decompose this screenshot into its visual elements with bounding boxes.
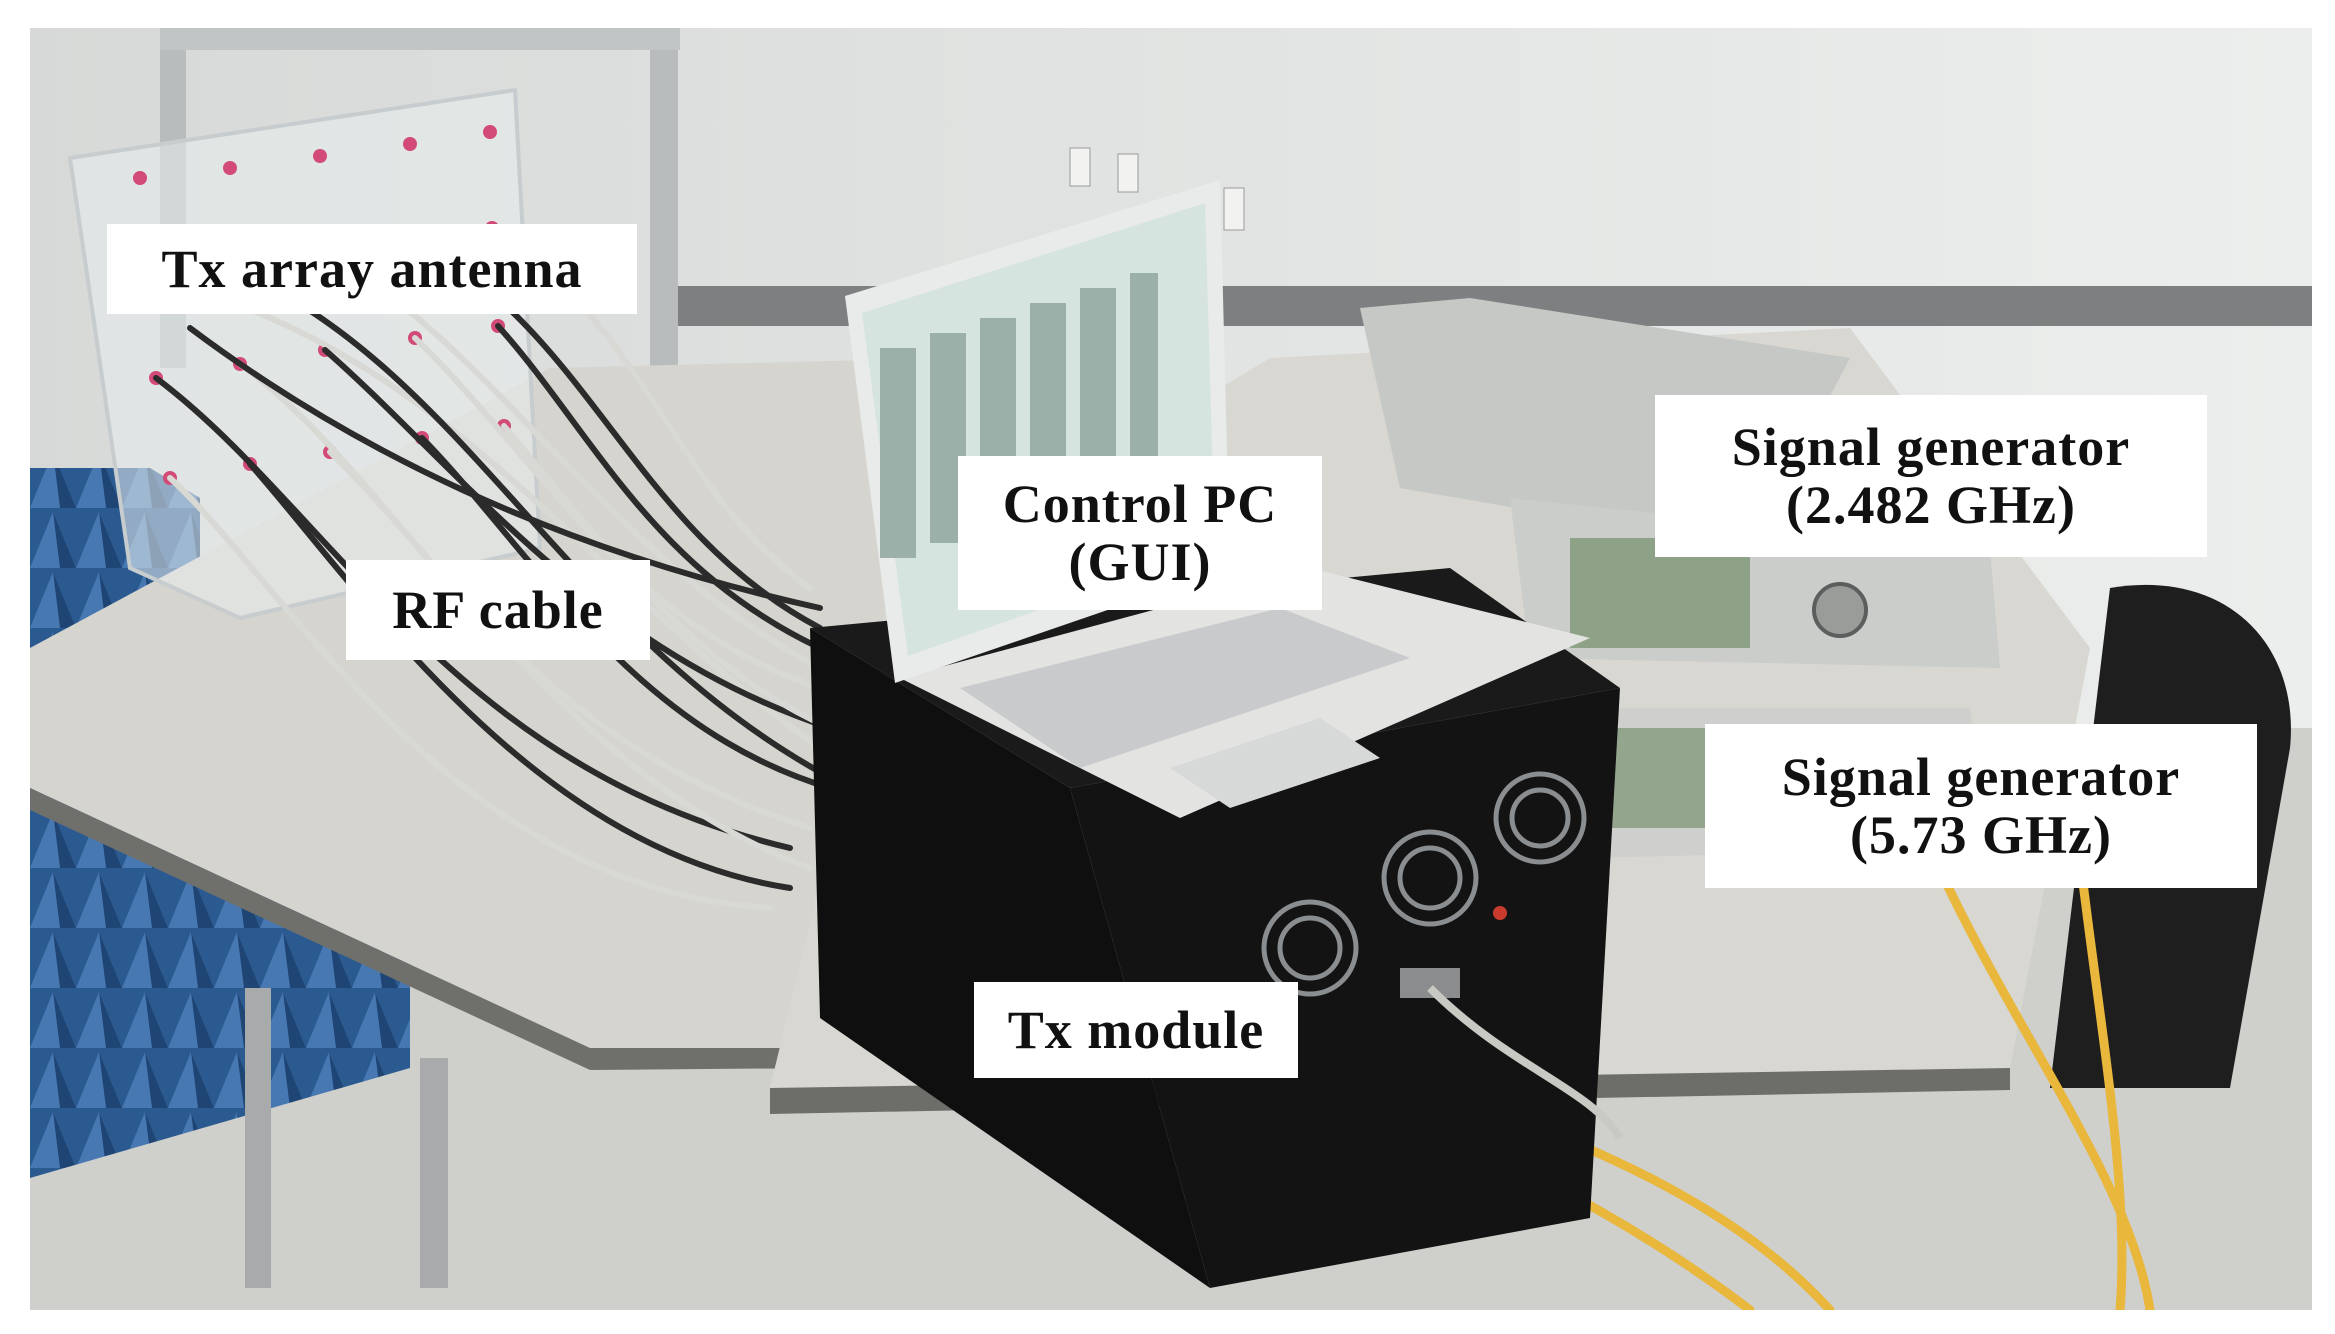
laptop-keyboard xyxy=(960,608,1410,768)
laptop-gui-grid xyxy=(880,273,1158,558)
label-tx-module-text: Tx module xyxy=(1007,999,1265,1060)
label-signal-generator-2482-line1: Signal generator xyxy=(1731,416,2131,477)
antenna-frame xyxy=(650,28,678,388)
wall-outlet xyxy=(1117,153,1139,193)
label-tx-module: Tx module xyxy=(974,982,1298,1078)
tx-module-front xyxy=(1070,688,1620,1288)
label-control-pc: Control PC (GUI) xyxy=(958,456,1322,610)
label-signal-generator-2482: Signal generator (2.482 GHz) xyxy=(1655,395,2207,557)
antenna-frame xyxy=(160,28,680,50)
label-tx-array-antenna: Tx array antenna xyxy=(107,224,637,314)
tx-array-panel xyxy=(67,87,543,621)
label-signal-generator-573-line2: (5.73 GHz) xyxy=(1850,805,2112,865)
table-leg xyxy=(245,988,271,1288)
wall-outlet xyxy=(1069,147,1091,187)
tx-module-indicator xyxy=(1493,906,1507,920)
label-signal-generator-2482-line2: (2.482 GHz) xyxy=(1786,475,2076,535)
wall-outlet xyxy=(1223,187,1245,231)
label-signal-generator-573-line1: Signal generator xyxy=(1781,746,2181,807)
signal-generator-2482-knob xyxy=(1812,582,1868,638)
table-leg xyxy=(420,1058,448,1288)
label-rf-cable: RF cable xyxy=(346,560,650,660)
label-signal-generator-573: Signal generator (5.73 GHz) xyxy=(1705,724,2257,888)
label-control-pc-line1: Control PC xyxy=(1002,473,1278,534)
grey-cable xyxy=(1427,985,1624,1141)
photo-illustration xyxy=(30,28,2312,1310)
tx-module-side xyxy=(810,628,1210,1288)
label-tx-array-antenna-text: Tx array antenna xyxy=(161,238,583,299)
lab-setup-photo: Tx array antenna RF cable Control PC (GU… xyxy=(30,28,2312,1310)
label-control-pc-line2: (GUI) xyxy=(1068,532,1212,592)
label-rf-cable-text: RF cable xyxy=(392,579,604,640)
cooling-fans xyxy=(1261,771,1587,997)
laptop-touchpad xyxy=(1170,718,1380,808)
